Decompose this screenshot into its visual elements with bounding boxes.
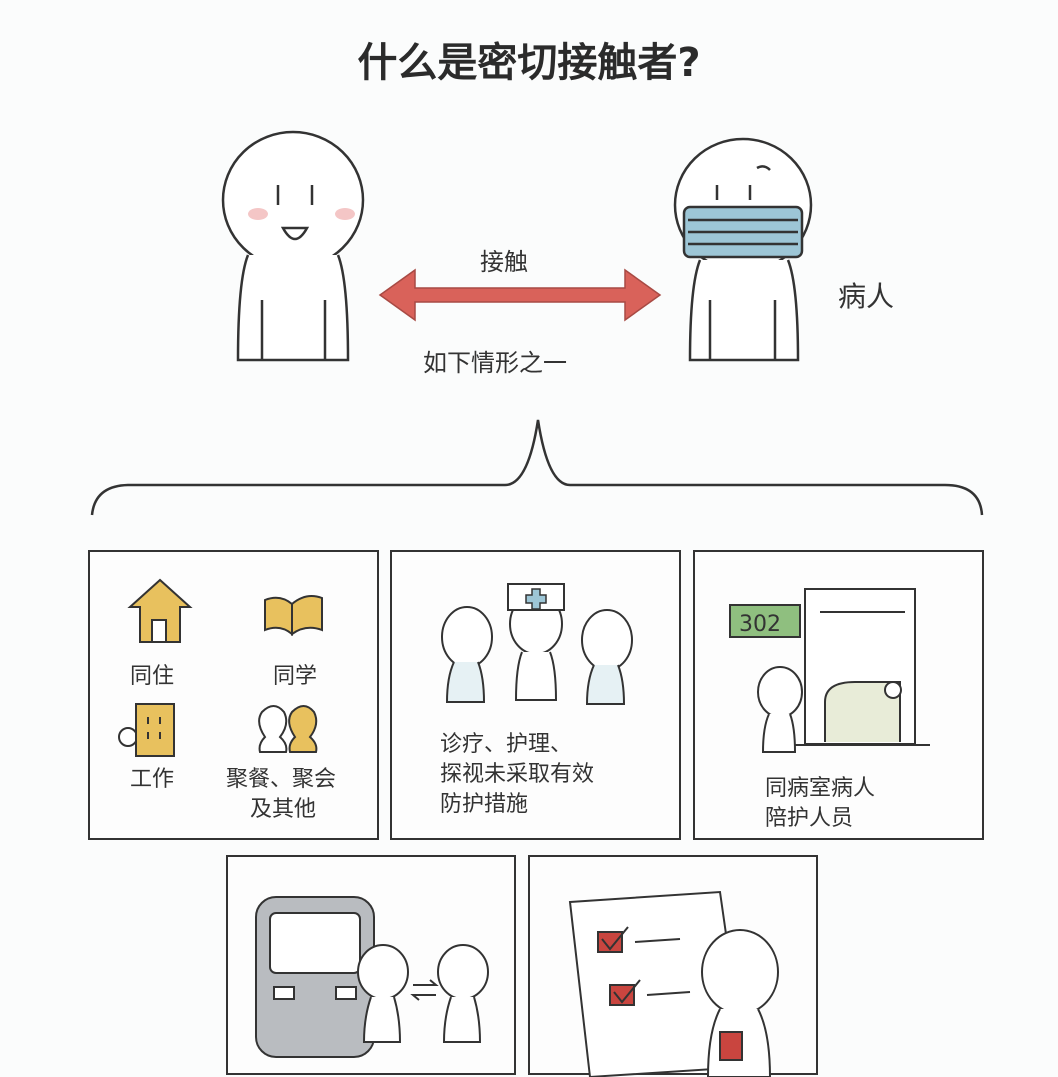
patient-label: 病人 xyxy=(838,280,895,313)
page-title: 什么是密切接触者? xyxy=(357,40,701,86)
label-others: 及其他 xyxy=(250,797,317,822)
label-classmate: 同学 xyxy=(273,664,318,689)
medical-care-line-3: 防护措施 xyxy=(440,792,529,817)
doctor-icon xyxy=(507,583,565,701)
room-number-sign xyxy=(729,604,801,638)
person-icon xyxy=(437,944,489,1043)
double-arrow-icon xyxy=(378,268,662,322)
checklist-icon xyxy=(568,890,747,1077)
bed-icon xyxy=(824,681,902,742)
person-icon xyxy=(357,944,409,1043)
person-icon xyxy=(441,606,493,703)
house-icon xyxy=(127,578,193,643)
medical-care-line-2: 探视未采取有效 xyxy=(440,762,595,787)
book-icon xyxy=(264,595,323,637)
people-gathering-icon xyxy=(258,705,318,753)
patient-icon xyxy=(673,137,813,362)
label-live-together: 同住 xyxy=(130,664,175,689)
person-icon xyxy=(757,666,803,753)
case-card-other-contacts xyxy=(528,855,818,1077)
condition-label: 如下情形之一 xyxy=(423,349,567,377)
brace-icon xyxy=(90,419,984,516)
label-gathering: 聚餐、聚会 xyxy=(226,767,337,792)
medical-care-line-1: 诊疗、护理、 xyxy=(440,732,573,757)
hospital-room-line-1: 同病室病人 xyxy=(765,776,876,801)
contact-label: 接触 xyxy=(480,248,528,276)
case-card-transport xyxy=(226,855,516,1075)
exchange-arrows-icon xyxy=(410,979,439,1001)
person-icon xyxy=(221,130,365,362)
case-card-medical-care: 诊疗、护理、 探视未采取有效 防护措施 xyxy=(390,550,681,840)
label-work: 工作 xyxy=(130,767,175,792)
case-card-living-study-work: 同住 同学 工作 聚餐、聚会 及其他 xyxy=(88,550,379,840)
person-icon xyxy=(581,609,633,705)
hospital-room-line-2: 陪护人员 xyxy=(765,806,854,831)
office-building-icon xyxy=(118,703,175,757)
train-icon xyxy=(255,896,375,1058)
room-number: 302 xyxy=(739,612,781,637)
case-card-hospital-room: 302 同病室病人 陪护人员 xyxy=(693,550,984,840)
person-icon xyxy=(701,929,779,1077)
